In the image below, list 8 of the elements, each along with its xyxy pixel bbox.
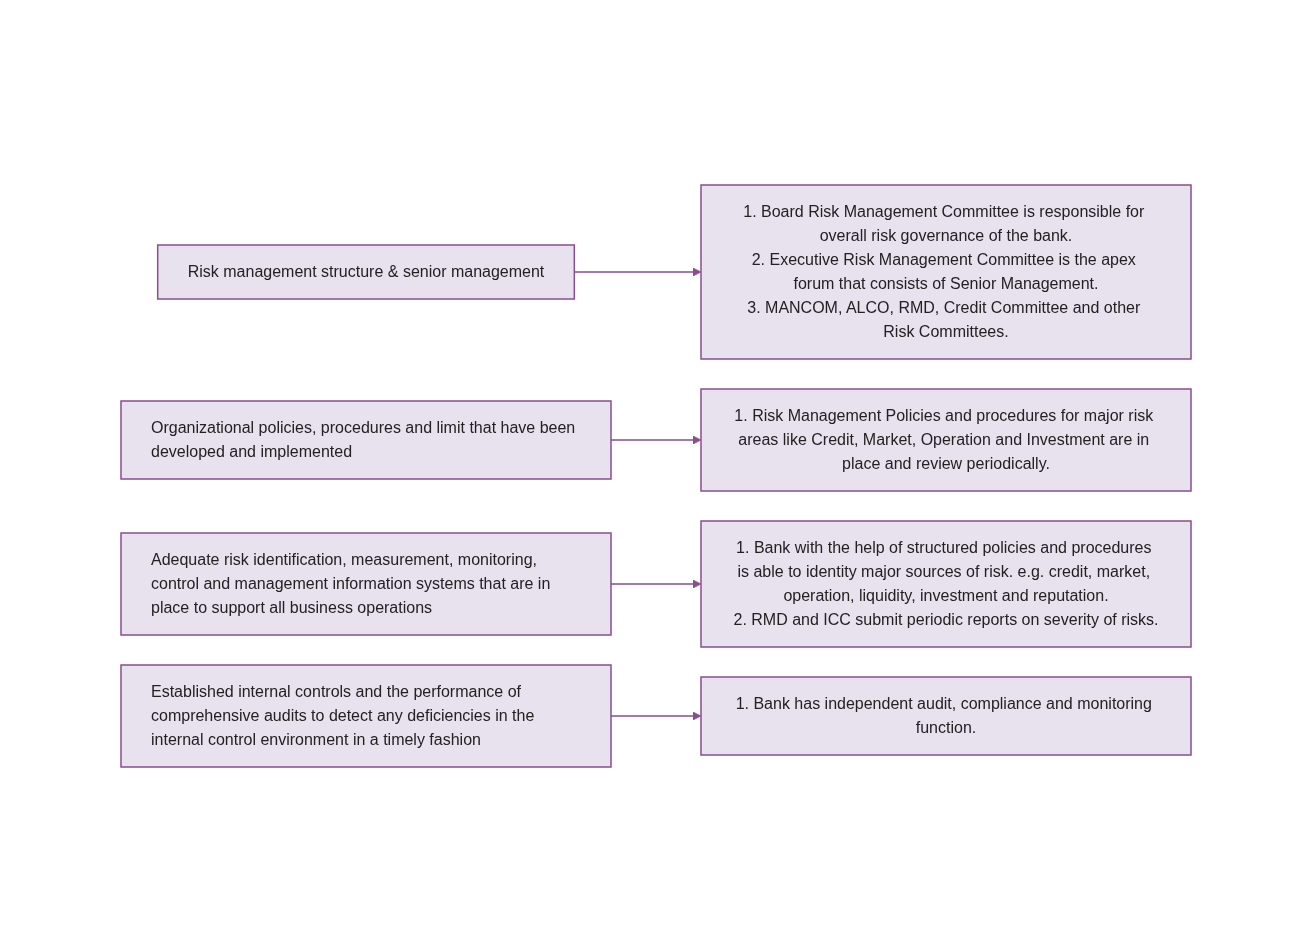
node-box: 1. Board Risk Management Committee is responsible for overall risk governance of the bank. 2. Executive Risk Management Committee is the apex forum that consists of Senior Management. 3. MANCOM, ALCO, RMD, Credit Committee and other Risk Committees. [700,184,1192,360]
node-box: Established internal controls and the performance of comprehensive audits to detect any deficiencies in the internal control environment in a timely fashion [120,664,612,768]
node-box: Risk management structure & senior management [156,244,576,300]
node-box: 1. Bank has independent audit, compliance and monitoring function. [700,676,1192,756]
node-box: Adequate risk identification, measurement, monitoring, control and management information systems that are in place to support all business operations [120,532,612,636]
node-box: 1. Risk Management Policies and procedures for major risk areas like Credit, Market, Operation and Investment are in place and review periodically. [700,388,1192,492]
node-box: Organizational policies, procedures and limit that have been developed and implemented [120,400,612,480]
node-box: 1. Bank with the help of structured policies and procedures is able to identity major sources of risk. e.g. credit, market, operation, liquidity, investment and reputation. 2. RMD and ICC submit periodic reports on severity of risks. [700,520,1192,648]
